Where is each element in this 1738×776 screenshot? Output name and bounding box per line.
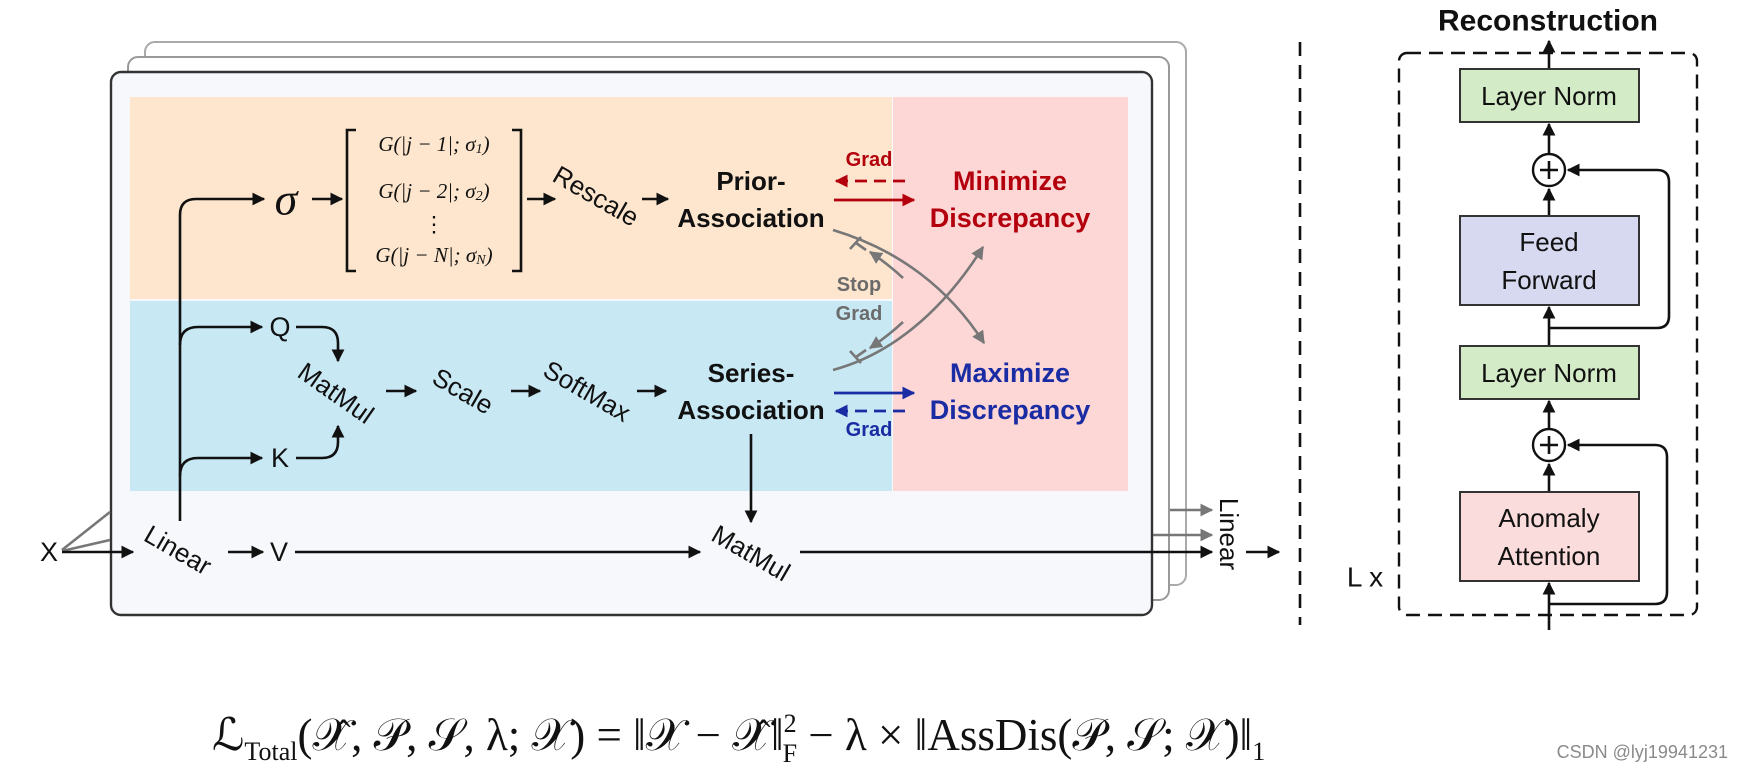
loss-subscript: Total — [244, 737, 297, 766]
series-association-line2: Association — [677, 395, 824, 425]
kernel-row-n-sub: N — [475, 253, 486, 268]
discrepancy-region — [893, 97, 1128, 491]
maximize-discrepancy-line1: Maximize — [950, 358, 1070, 388]
stop-grad-arrow-lower — [868, 321, 904, 350]
kernel-row-2-main: G(|j − 2|; σ — [378, 179, 477, 203]
minimize-discrepancy-line2: Discrepancy — [930, 203, 1091, 233]
query-to-matmul-arrow — [296, 325, 345, 363]
kernel-row-n-tail: ) — [485, 243, 493, 267]
value-label: V — [270, 537, 288, 567]
sigma-label: σ — [275, 174, 300, 225]
stop-grad-line2: Grad — [836, 303, 883, 325]
layer-norm-bottom-label: Layer Norm — [1481, 358, 1617, 388]
input-to-back-card-line-1 — [61, 510, 111, 552]
norm-subscript: F — [783, 739, 797, 768]
kernel-row-n-main: G(|j − N|; σ — [375, 243, 477, 267]
skip-connection-lower — [1549, 438, 1669, 606]
kernel-row-1-main: G(|j − 1|; σ — [378, 132, 477, 156]
grad-label-prior: Grad — [846, 149, 893, 171]
anomaly-attention-line1: Anomaly — [1498, 503, 1599, 533]
stop-grad-arrow-upper — [868, 250, 904, 279]
stop-grad-bar-lower — [849, 348, 867, 364]
layer-norm-bottom-box — [1459, 345, 1640, 400]
repeat-count-label: L x — [1347, 562, 1383, 593]
loss-symbol: ℒ — [212, 710, 244, 760]
norm-superscript: 2 — [784, 709, 797, 738]
key-to-matmul-arrow — [296, 424, 345, 460]
series-association-line1: Series- — [708, 358, 795, 388]
prior-to-maximize-curve — [832, 228, 986, 345]
kernel-matrix-right-bracket — [512, 128, 523, 273]
reconstruction-title: Reconstruction — [1438, 5, 1658, 38]
minimize-discrepancy-line1: Minimize — [953, 166, 1067, 196]
linear-to-sigma-arrow — [178, 192, 266, 521]
input-label: X — [40, 537, 58, 567]
kernel-matrix-left-bracket — [345, 128, 356, 273]
series-to-minimize-curve — [832, 245, 985, 372]
maximize-discrepancy-line2: Discrepancy — [930, 395, 1091, 425]
grad-label-series: Grad — [846, 419, 893, 441]
linear-to-key-arrow — [178, 451, 264, 477]
linear-out-label: Linear — [1214, 498, 1244, 571]
watermark: CSDN @lyj19941231 — [1557, 742, 1728, 762]
plus-icon-top — [1540, 161, 1558, 179]
feed-forward-line1: Feed — [1519, 227, 1578, 257]
input-to-back-card-line-2 — [61, 538, 111, 553]
anomaly-attention-box — [1459, 491, 1640, 582]
skip-connection-upper — [1549, 163, 1671, 330]
layer-norm-top-box — [1459, 68, 1640, 123]
kernel-ellipsis: ⋮ — [423, 212, 445, 237]
prior-association-line2: Association — [677, 203, 824, 233]
formula-part-1: (𝒳̂, 𝒫, 𝒮, λ; 𝒳) = ‖𝒳 − 𝒳̂‖ — [297, 710, 783, 760]
feed-forward-box — [1459, 215, 1640, 306]
layer-norm-top-label: Layer Norm — [1481, 81, 1617, 111]
stop-grad-bar-upper — [849, 236, 867, 252]
linear-to-query-arrow — [178, 320, 264, 346]
key-label: K — [271, 443, 289, 473]
end-subscript: 1 — [1252, 737, 1265, 766]
query-label: Q — [269, 312, 290, 342]
stop-grad-line1: Stop — [837, 274, 881, 296]
prior-association-line1: Prior- — [716, 166, 785, 196]
anomaly-attention-line2: Attention — [1498, 541, 1601, 571]
kernel-row-1: G(|j − 1|; σ1) — [378, 132, 489, 157]
plus-icon-bottom — [1540, 436, 1558, 454]
feed-forward-line2: Forward — [1501, 265, 1596, 295]
kernel-row-n: G(|j − N|; σN) — [375, 243, 492, 268]
kernel-row-2-tail: ) — [482, 179, 490, 203]
formula-part-2: − λ × ‖AssDis(𝒫, 𝒮; 𝒳)‖ — [797, 710, 1252, 760]
kernel-row-2: G(|j − 2|; σ2) — [378, 179, 489, 204]
kernel-row-2-sub: 2 — [476, 189, 483, 204]
kernel-row-1-tail: ) — [482, 132, 490, 156]
kernel-row-1-sub: 1 — [476, 142, 483, 157]
